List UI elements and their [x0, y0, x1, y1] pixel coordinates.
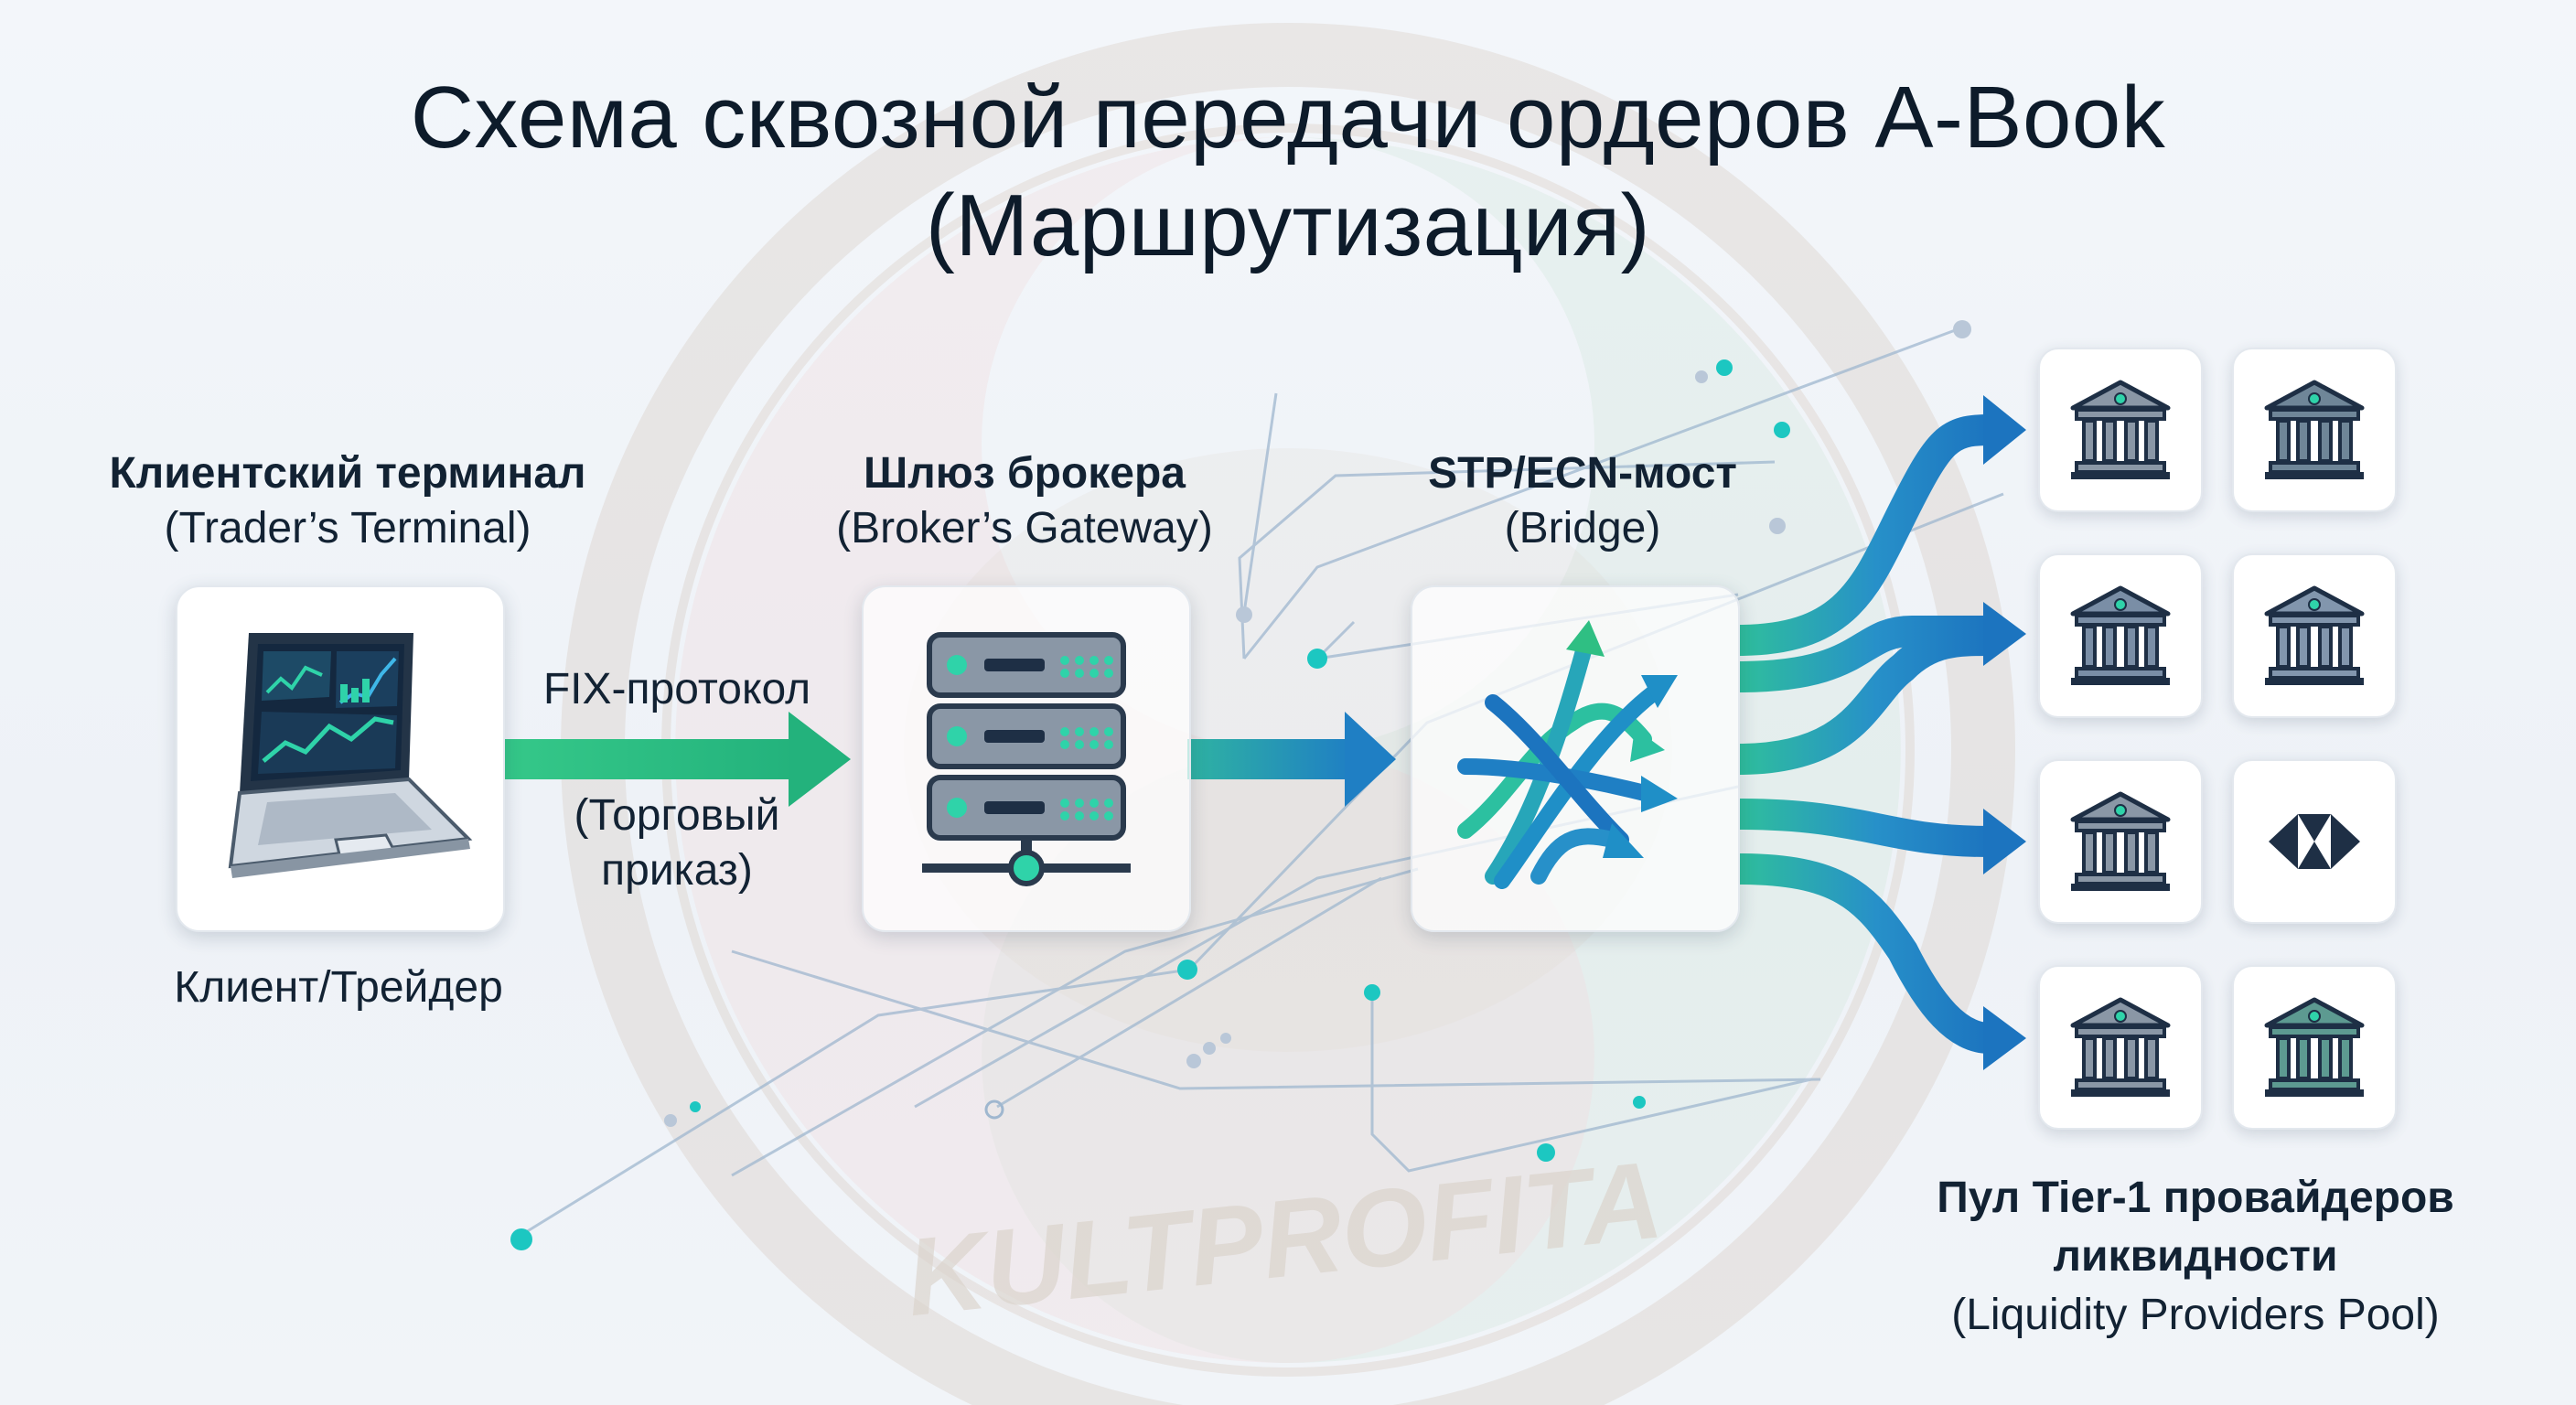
route-3 — [1737, 625, 1991, 775]
bank-icon — [2070, 997, 2171, 1097]
page-title: Схема сквозной передачи ордеров A-Book — [410, 69, 2166, 166]
liquidity-provider-tile[interactable] — [2232, 759, 2397, 924]
client-label: Клиентский терминал (Trader’s Terminal) — [55, 446, 640, 556]
route-arrowhead-2 — [1983, 602, 2026, 666]
client-caption: Клиент/Трейдер — [174, 963, 503, 1012]
gateway-title: Шлюз брокера — [864, 449, 1186, 498]
bank-icon — [2264, 380, 2365, 479]
route-5 — [1737, 853, 1991, 1054]
liquidity-provider-tile[interactable] — [2232, 553, 2397, 718]
liquidity-provider-tile[interactable] — [2038, 348, 2203, 512]
client-terminal-card[interactable] — [176, 585, 505, 932]
route-arrowhead-1 — [1983, 395, 2026, 465]
bridge-title: STP/ECN-мост — [1428, 449, 1737, 498]
page-subtitle: (Маршрутизация) — [925, 177, 1651, 274]
order-label: (Торговый приказ) — [574, 791, 780, 895]
fix-protocol-label: FIX-протокол — [542, 665, 811, 713]
route-arrowhead-4 — [1983, 1006, 2026, 1070]
broker-gateway-card[interactable] — [862, 585, 1191, 932]
liquidity-provider-tile[interactable] — [2232, 965, 2397, 1130]
laptop-chart-icon — [228, 633, 473, 878]
server-icon — [922, 632, 1131, 886]
route-4 — [1737, 799, 1991, 857]
fix-arrow — [503, 712, 851, 807]
bank-icon — [2264, 585, 2365, 685]
route-arrowhead-3 — [1983, 809, 2026, 874]
pool-label: Пул Tier-1 провайдеров ликвидности (Liqu… — [1866, 1169, 2525, 1345]
bridge-subtitle: (Bridge) — [1504, 504, 1661, 552]
route-fan — [1737, 414, 1991, 1054]
routing-arrows-icon — [1457, 620, 1678, 889]
pool-title-2: ликвидности — [2053, 1232, 2338, 1281]
client-title: Клиентский терминал — [109, 449, 586, 498]
bank-icon — [2070, 380, 2171, 479]
liquidity-provider-tile[interactable] — [2038, 553, 2203, 718]
client-subtitle: (Trader’s Terminal) — [164, 504, 531, 552]
bridge-label: STP/ECN-мост (Bridge) — [1290, 446, 1875, 556]
liquidity-provider-tile[interactable] — [2232, 348, 2397, 512]
hexagon-logo-icon — [2269, 814, 2360, 869]
bank-icon — [2070, 585, 2171, 685]
pool-title: Пул Tier-1 провайдеров — [1937, 1174, 2454, 1222]
gateway-bridge-arrow — [1187, 712, 1396, 807]
bank-icon — [2264, 997, 2365, 1097]
gateway-subtitle: (Broker’s Gateway) — [836, 504, 1213, 552]
stp-ecn-bridge-card[interactable] — [1411, 585, 1740, 932]
route-1 — [1737, 414, 1991, 656]
pool-subtitle: (Liquidity Providers Pool) — [1951, 1291, 2440, 1339]
gateway-label: Шлюз брокера (Broker’s Gateway) — [732, 446, 1317, 556]
liquidity-provider-tile[interactable] — [2038, 965, 2203, 1130]
bank-icon — [2070, 791, 2171, 891]
liquidity-provider-tile[interactable] — [2038, 759, 2203, 924]
